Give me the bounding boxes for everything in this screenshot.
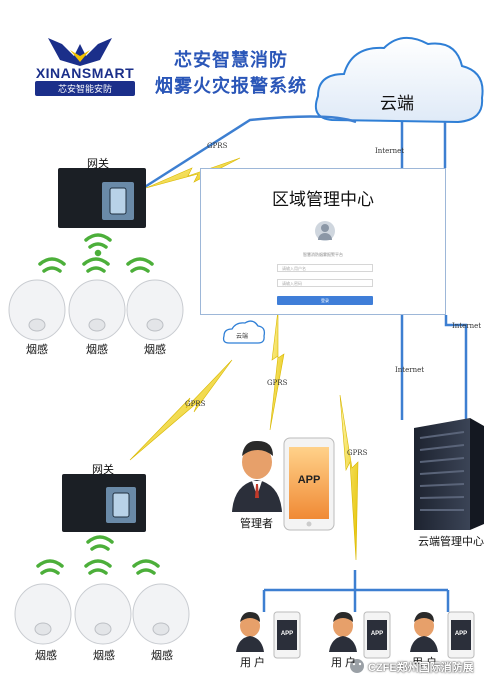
internet-label: Internet: [395, 366, 425, 374]
user-phone-icon: [273, 611, 301, 659]
smoke-detector-icon: [132, 583, 190, 645]
user-person-icon: [410, 612, 438, 652]
smoke-detector-icon: [74, 583, 132, 645]
smoke-detector-icon: [8, 279, 66, 341]
gprs-label: GPRS: [267, 379, 288, 387]
brand-name: XINANSMART: [35, 65, 135, 81]
user-label: 用 户: [412, 657, 438, 669]
wifi-icon: [84, 233, 112, 257]
internet-label: Internet: [452, 322, 482, 330]
avatar-icon: [315, 221, 335, 241]
wifi-icon: [38, 257, 66, 273]
regional-center-panel: 区域管理中心 智慧消防烟雾报警平台 请输入用户名 请输入密码 登录: [200, 168, 446, 315]
wifi-icon: [126, 257, 154, 273]
user-app-label: APP: [370, 631, 384, 637]
gateway-label: 网关: [92, 464, 114, 476]
manager-person-icon: [232, 440, 282, 512]
cloud-label: 云端: [380, 94, 414, 113]
small-cloud-label: 云端: [236, 334, 249, 340]
wifi-icon: [86, 535, 114, 551]
app-phone-icon: [283, 437, 335, 531]
gprs-label: GPRS: [347, 449, 368, 457]
password-field[interactable]: 请输入密码: [277, 279, 373, 287]
smoke-sensor-label: 烟感: [86, 344, 108, 356]
server-label: 云端管理中心: [418, 536, 484, 548]
user-app-label: APP: [280, 631, 294, 637]
user-phone-icon: [447, 611, 475, 659]
app-label: APP: [297, 474, 321, 486]
gateway-device-icon: [58, 168, 146, 228]
login-hint: 智慧消防烟雾报警平台: [303, 252, 343, 257]
user-label: 用 户: [331, 657, 357, 669]
regional-center-title: 区域管理中心: [272, 190, 374, 209]
manager-label: 管理者: [240, 518, 273, 530]
user-person-icon: [329, 612, 357, 652]
wifi-icon: [36, 559, 64, 575]
smoke-detector-icon: [126, 279, 184, 341]
cloud-icon: [314, 37, 484, 124]
gateway-device-icon: [62, 474, 146, 532]
user-label: 用 户: [240, 657, 266, 669]
title-line-1: 芯安智慧消防: [174, 50, 288, 70]
wifi-icon: [84, 559, 112, 575]
brand-tagline: 芯安智能安防: [35, 81, 135, 96]
internet-label: Internet: [375, 147, 405, 155]
watermark-text: CZFE郑州国际消防展: [368, 662, 474, 674]
gprs-label: GPRS: [207, 142, 228, 150]
brand-logo-icon: [48, 38, 112, 66]
gprs-label: GPRS: [185, 400, 206, 408]
wifi-icon: [82, 257, 110, 273]
user-bus-lines: [262, 570, 450, 612]
watermark-icon: [350, 659, 364, 673]
user-phone-icon: [363, 611, 391, 659]
login-button[interactable]: 登录: [277, 296, 373, 305]
smoke-sensor-label: 烟感: [144, 344, 166, 356]
smoke-detector-icon: [14, 583, 72, 645]
title-line-2: 烟雾火灾报警系统: [155, 76, 307, 96]
small-cloud-icon: [222, 320, 266, 344]
server-rack-icon: [414, 418, 484, 530]
gateway-label: 网关: [87, 158, 109, 170]
username-field[interactable]: 请输入用户名: [277, 264, 373, 272]
smoke-sensor-label: 烟感: [93, 650, 115, 662]
smoke-sensor-label: 烟感: [151, 650, 173, 662]
smoke-sensor-label: 烟感: [35, 650, 57, 662]
smoke-sensor-label: 烟感: [26, 344, 48, 356]
user-app-label: APP: [454, 631, 468, 637]
smoke-detector-icon: [68, 279, 126, 341]
gprs-links: [129, 157, 359, 561]
user-person-icon: [236, 612, 264, 652]
wifi-icon: [132, 559, 160, 575]
